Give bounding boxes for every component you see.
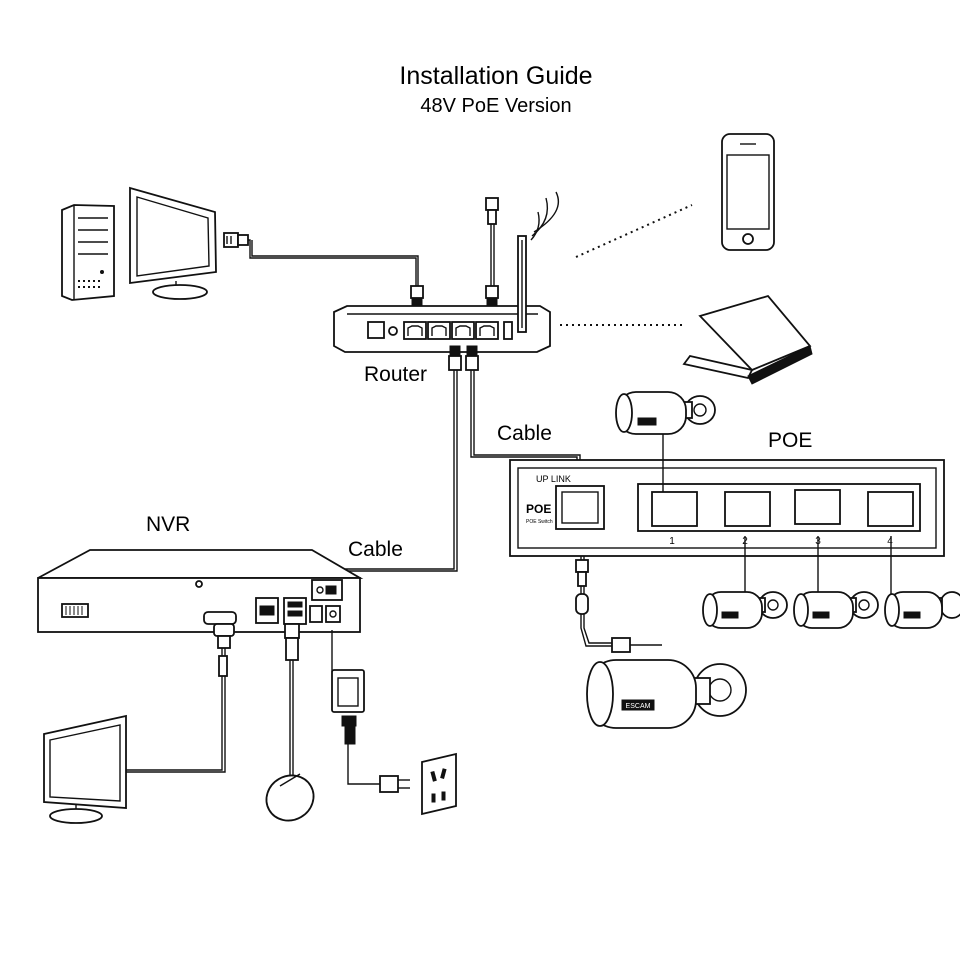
power-adapter-icon: [331, 669, 365, 745]
poe-inline-connector-icon: [575, 559, 631, 653]
diagram-title: Installation Guide: [399, 62, 592, 90]
camera-brand-label: ESCAM: [626, 703, 651, 710]
cable-label-router-poe: Cable: [497, 422, 552, 445]
router-icon: Router: [333, 191, 560, 386]
nvr-label: NVR: [146, 513, 190, 536]
camera-big-cable: [580, 556, 662, 647]
poe-brand-sublabel: POE Switch: [526, 519, 553, 525]
mouse-icon: [265, 773, 315, 822]
router-plug-top-icon: [485, 197, 499, 309]
camera-top-icon: [615, 391, 716, 435]
nvr-monitor-cable: [126, 648, 226, 773]
pc-monitor-icon: [129, 186, 217, 300]
camera-large-icon: ESCAM: [586, 659, 747, 729]
nvr-power-cable: [331, 630, 380, 785]
camera-3-icon: [793, 591, 879, 629]
poe-brand-label: POE: [526, 502, 551, 516]
poe-label: POE: [768, 429, 812, 452]
camera-2-icon: [702, 591, 788, 629]
pc-rj45-plug-icon: [223, 232, 249, 248]
power-plug-icon: [379, 775, 410, 793]
diagram-subtitle: 48V PoE Version: [420, 95, 571, 117]
usb-plug-icon: [284, 623, 300, 661]
wireless-link-phone: [575, 204, 693, 258]
cable-label-nvr-router: Cable: [348, 538, 403, 561]
router-plug-pc-icon: [410, 285, 424, 309]
nvr-mouse-cable: [289, 660, 294, 776]
nvr-monitor-icon: [43, 714, 127, 824]
svg-text:4: 4: [887, 536, 893, 547]
router-plug-poe-icon: [465, 345, 479, 371]
pc-icon: [61, 204, 115, 301]
poe-port-4: 4: [867, 491, 914, 547]
router-label: Router: [364, 363, 427, 386]
smartphone-icon: [721, 133, 775, 251]
laptop-icon: [682, 294, 813, 385]
router-plug-nvr-icon: [448, 345, 462, 371]
power-outlet-icon: [421, 752, 457, 816]
poe-port-1: 1: [651, 491, 698, 547]
svg-text:1: 1: [669, 536, 675, 547]
nvr-icon: [37, 549, 364, 633]
pc-router-cable: [248, 239, 419, 288]
poe-switch: UP LINK POE POE Switch 1 2 3 4: [509, 459, 945, 557]
camera-4-icon: [884, 591, 960, 629]
poe-uplink-label: UP LINK: [536, 474, 571, 484]
vga-plug-icon: [213, 623, 235, 677]
